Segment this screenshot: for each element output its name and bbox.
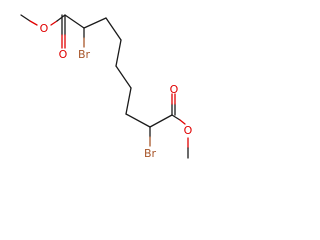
- atom-o-top-ether: O: [40, 22, 49, 35]
- atom-br-bottom: Br: [144, 147, 157, 160]
- atom-o-bottom-carbonyl: O: [170, 83, 179, 96]
- atom-br-top: Br: [78, 48, 91, 61]
- bond-c1-c2: [64, 14, 85, 29]
- bond-c2-c3: [83, 17, 107, 29]
- bond-c7-c8: [125, 113, 151, 128]
- bond-c8-c9: [149, 114, 173, 128]
- atom-o-bottom-ether: O: [184, 124, 193, 137]
- structure-canvas: O O Br O O Br: [20, 14, 193, 160]
- bond-ether-bottom-o: [179, 119, 186, 125]
- bond-ether-bottom-c: [171, 114, 181, 121]
- atom-o-top-carbonyl: O: [59, 48, 68, 61]
- bond-methyl-top-o: [29, 20, 38, 26]
- molecule-diagram: O O Br O O Br: [20, 14, 193, 160]
- bond-ether-top-c: [56, 14, 66, 22]
- bond-methyl-top: [20, 14, 31, 22]
- bond-ether-top-o: [50, 20, 58, 26]
- bond-c6-c7: [125, 87, 132, 115]
- bond-c5-c6: [115, 65, 132, 89]
- bond-c4-c5: [115, 39, 122, 67]
- bond-c3-c4: [105, 17, 122, 41]
